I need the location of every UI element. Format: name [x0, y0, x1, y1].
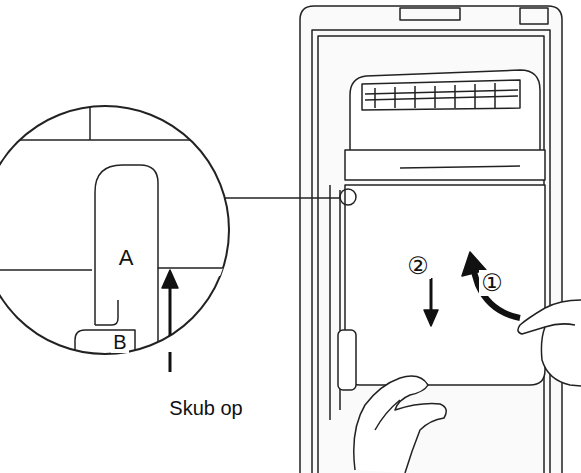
callout-number: ② [405, 253, 431, 279]
action-label: Skub op [169, 398, 242, 418]
part-letter: A [119, 247, 134, 269]
callout-number: ① [479, 270, 505, 296]
part-letter: B [111, 331, 128, 353]
